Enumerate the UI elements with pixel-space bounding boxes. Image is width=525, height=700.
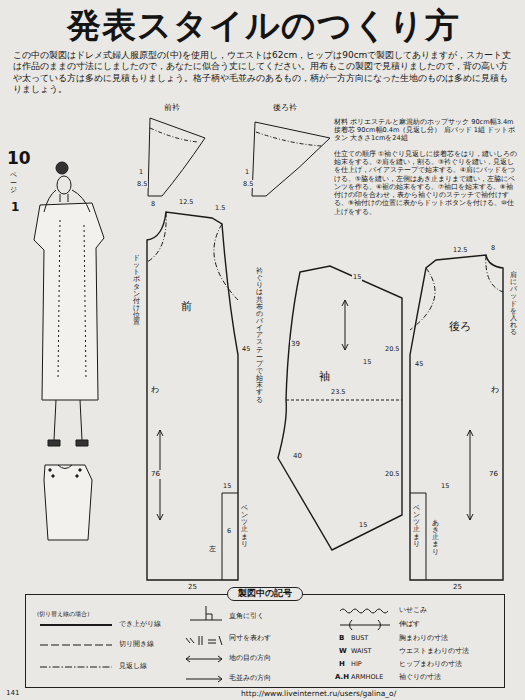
pattern-label: 後ろ <box>448 320 472 334</box>
intro-text: この中の製図はドレメ式婦人服原型の(中)を使用し，ウエストは62cm，ヒップは9… <box>12 50 517 95</box>
pattern-label: 76 <box>488 470 499 479</box>
pattern-label: 袖 <box>318 370 331 384</box>
pattern-label: ウエストまわりの寸法 <box>398 647 470 656</box>
pattern-label: 左 <box>208 545 217 554</box>
legend-text: 見返し線 <box>118 662 148 671</box>
pattern-label: 40 <box>292 452 303 461</box>
page-title: 発表スタイルのつくり方 <box>0 4 525 47</box>
pattern-label: 6 <box>226 527 232 535</box>
pattern-label: 後ろ衿 <box>272 103 298 113</box>
pattern-label: 胸まわりの寸法 <box>398 634 449 643</box>
pattern-label: H <box>338 660 346 669</box>
pattern-label: 12.5 <box>452 246 468 254</box>
dress-figure <box>34 162 104 540</box>
pattern-label: 15 <box>362 358 372 366</box>
legend-text: 直角に引く <box>228 612 265 621</box>
pattern-label: 8 <box>490 244 496 252</box>
legend-title: 製図中の記号 <box>227 587 303 601</box>
legend-text: でき上がり線 <box>118 620 162 629</box>
legend-text: 伸ばす <box>398 620 421 629</box>
back-piece <box>410 255 503 580</box>
pattern-label: BUST <box>350 634 369 642</box>
pattern-label: わ <box>490 385 500 395</box>
pattern-label: 45 <box>414 360 424 368</box>
pattern-label: 15 <box>440 482 450 490</box>
pattern-label: http://www.liveinternet.ru/users/galina_… <box>240 689 397 698</box>
pattern-label: HIP <box>350 660 363 668</box>
legend-text: 地の目の方向 <box>228 654 272 663</box>
legend-text: 毛並みの方向 <box>228 674 272 683</box>
pattern-label: 衿ぐりは共布のバイアステープで始末する <box>256 268 263 404</box>
back-collar <box>252 122 330 196</box>
legend-text: 切り開き線 <box>118 640 155 649</box>
pattern-label: 10 <box>6 148 32 169</box>
pattern-label: 15 <box>222 482 232 490</box>
pattern-label: 1.5 <box>214 204 226 212</box>
pattern-label: 1 <box>244 168 250 176</box>
pattern-label: 12.5 <box>178 198 194 206</box>
pattern-label: 15 <box>352 273 362 281</box>
pattern-label: ページ <box>10 172 17 195</box>
pattern-label: ベンツ止まり <box>413 505 420 548</box>
pattern-label: 材料 ポリエステルと麻混紡のホップサック 90cm幅3.4m 接着芯 90cm幅… <box>333 118 519 143</box>
pattern-label: 袖ぐりの寸法 <box>398 673 442 682</box>
pattern-label: 8.5 <box>136 180 148 188</box>
pattern-label: W <box>338 647 348 656</box>
pattern-label: 1 <box>138 168 144 176</box>
pattern-label: 前衿 <box>163 103 181 113</box>
pattern-label: 25 <box>187 583 198 592</box>
pattern-label: A.H <box>334 673 350 682</box>
pattern-label: WAIST <box>350 647 373 655</box>
pattern-label: 15 <box>358 521 368 529</box>
pattern-label: 45 <box>241 345 251 353</box>
legend-text: 同寸を表わす <box>228 634 272 643</box>
pattern-label: ARMHOLE <box>350 673 384 681</box>
legend-text: いせこみ <box>398 606 428 615</box>
pattern-label: ベンツ止まり <box>241 505 248 548</box>
pattern-label: 前 <box>180 300 193 314</box>
pattern-label: 23.5 <box>330 388 346 396</box>
pattern-label: ドットボタン付け位置 <box>133 255 140 326</box>
pattern-label: 25 <box>452 583 463 592</box>
pattern-label: 76 <box>150 470 161 479</box>
front-piece <box>147 212 238 580</box>
pattern-label: 141 <box>5 689 20 698</box>
pattern-label: 肩にパッドを入れる <box>510 272 517 336</box>
pattern-label: B <box>338 634 345 643</box>
pattern-label: 仕立ての順序 ①袖ぐり見返しに接着芯をはり，縫いしろの始末をする。②肩を縫い，割… <box>333 150 519 216</box>
pattern-label: 20.5 <box>384 345 400 353</box>
pattern-label: あき止まり <box>432 520 439 556</box>
pattern-label: ヒップまわりの寸法 <box>398 660 463 669</box>
front-collar <box>148 118 205 196</box>
pattern-label: 8 <box>150 200 156 208</box>
pattern-label: 1 <box>10 200 20 215</box>
pattern-label: 39 <box>290 340 301 349</box>
pattern-label: 8.5 <box>242 180 254 188</box>
pattern-label: 20.5 <box>384 470 400 478</box>
pattern-label: (切り替え線の場合) <box>36 611 90 618</box>
pattern-label: わ <box>150 385 160 395</box>
sleeve-piece <box>278 266 402 550</box>
legend-samples <box>40 606 390 682</box>
